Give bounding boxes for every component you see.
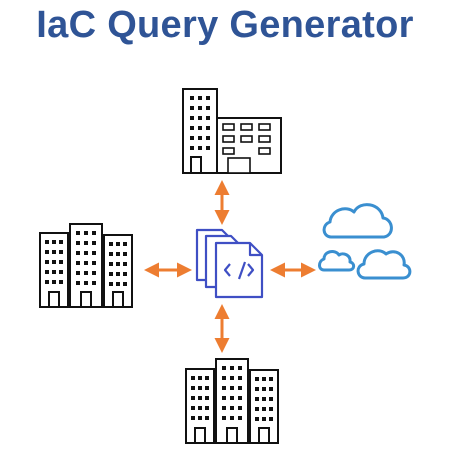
office-building-icon	[182, 88, 282, 174]
connector-arrows	[144, 180, 316, 353]
city-buildings-icon-left	[39, 223, 133, 308]
page-title: IaC Query Generator	[36, 4, 414, 46]
code-document-icon	[195, 228, 264, 299]
cloud-icon	[318, 203, 412, 280]
city-buildings-icon-bottom	[185, 358, 279, 444]
